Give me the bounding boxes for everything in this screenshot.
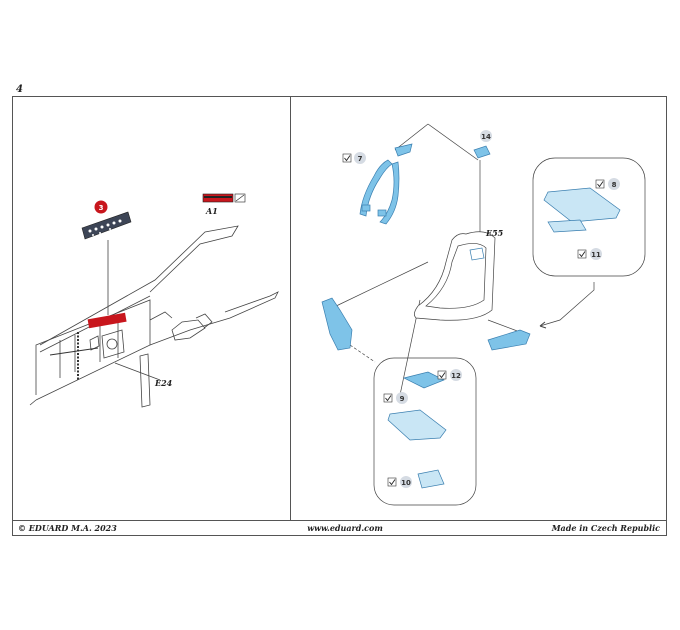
switch-box [89,335,100,351]
pe-part-11 [547,219,587,233]
pe-part-9 [387,409,447,441]
callout-12-label: 12 [451,372,461,380]
callout-14: 14 [480,130,492,142]
lever-housing [171,319,206,341]
checkbox-icon [577,249,587,259]
callout-tag-9 [396,392,408,404]
cockpit-side-panel [35,299,151,401]
callout-tag-11 [590,248,602,260]
part-e24 [139,353,151,408]
callout-7-label: 7 [358,155,363,163]
seat-pe-tab [469,247,485,261]
callout-14-label: 14 [481,133,491,141]
footer-rule [12,520,667,521]
cockpit-sill-upper [39,225,239,346]
check-icon [385,395,392,402]
guide-right-box [539,282,595,327]
callout-tag-14 [480,130,492,142]
check-marks [344,155,604,486]
detail-box-lower [373,357,477,506]
guide-left-part [331,261,429,309]
callout-12: 12 [437,369,462,381]
callout-11: 11 [577,248,602,260]
pe-part-14 [473,145,491,159]
footer-copyright: © EDUARD M.A. 2023 [18,523,117,533]
callout-10-label: 10 [401,479,411,487]
callout-tag-8 [608,178,620,190]
check-icon [439,372,446,379]
check-icon [597,181,604,188]
callout-tag-12 [450,369,462,381]
pe-part-12 [402,371,445,389]
color-swatch-band [204,196,232,198]
instruction-frame [12,96,667,536]
callout-tag-10 [400,476,412,488]
callout-7: 7 [342,152,366,164]
lever-cap [195,313,213,329]
pe-part-7-strap-right [379,161,400,225]
callout-11-label: 11 [591,251,601,259]
step-badge [94,200,108,214]
gauge [106,338,118,350]
footer-origin: Made in Czech Republic [551,523,660,533]
guide-harness-seat [427,123,479,161]
right-panel [331,123,646,506]
pe-part-7-buckle [394,143,413,157]
detail-box-right [532,157,646,277]
footer-website: www.eduard.com [307,523,383,533]
callout-9-label: 9 [400,395,405,403]
page-number: 4 [16,84,23,95]
panel-divider [290,96,291,520]
part-label-e55: E55 [485,228,504,238]
panel-box [101,329,125,359]
seat-inner [425,243,487,309]
step-badge-label: 3 [99,204,104,212]
cable-line [49,347,99,356]
pe-part-7-strap-left [359,159,393,217]
checkbox-icon [342,153,352,163]
callout-8-label: 8 [612,181,617,189]
color-ref-label: A1 [205,206,218,216]
pe-part-7-clip-a [361,204,371,212]
callout-9: 9 [383,392,408,404]
left-panel [29,225,279,408]
red-decal-installed [87,312,127,329]
arrowhead [539,321,547,329]
guide-lower-box [349,344,376,363]
pe-part-7-clip-b [377,209,387,217]
guide-harness [394,123,429,151]
pe-part-side-right [487,329,531,351]
check-icon [389,479,396,486]
callout-8: 8 [595,178,620,190]
callout-tag-7 [354,152,366,164]
pe-part-side-left [321,297,353,351]
part-label-e24: E24 [154,378,173,388]
checkbox-icon [595,179,605,189]
pe-parts [321,143,621,489]
guide-seat-right [487,319,521,333]
sill-bracket [149,311,173,321]
pe-part-8 [543,187,621,223]
color-reference [202,193,246,203]
checkbox-icon [387,477,397,487]
checkbox-icon [437,370,447,380]
e24-leader [114,362,161,381]
panel-frames [59,320,119,378]
check-icon [344,155,351,162]
callout-10: 10 [387,476,412,488]
cockpit-floor-edge [29,291,279,406]
checkbox-icon [383,393,393,403]
pe-part-10 [417,469,445,489]
instrument-decal-strip [81,211,132,240]
seat-shell [414,231,496,321]
check-icon [579,251,586,258]
